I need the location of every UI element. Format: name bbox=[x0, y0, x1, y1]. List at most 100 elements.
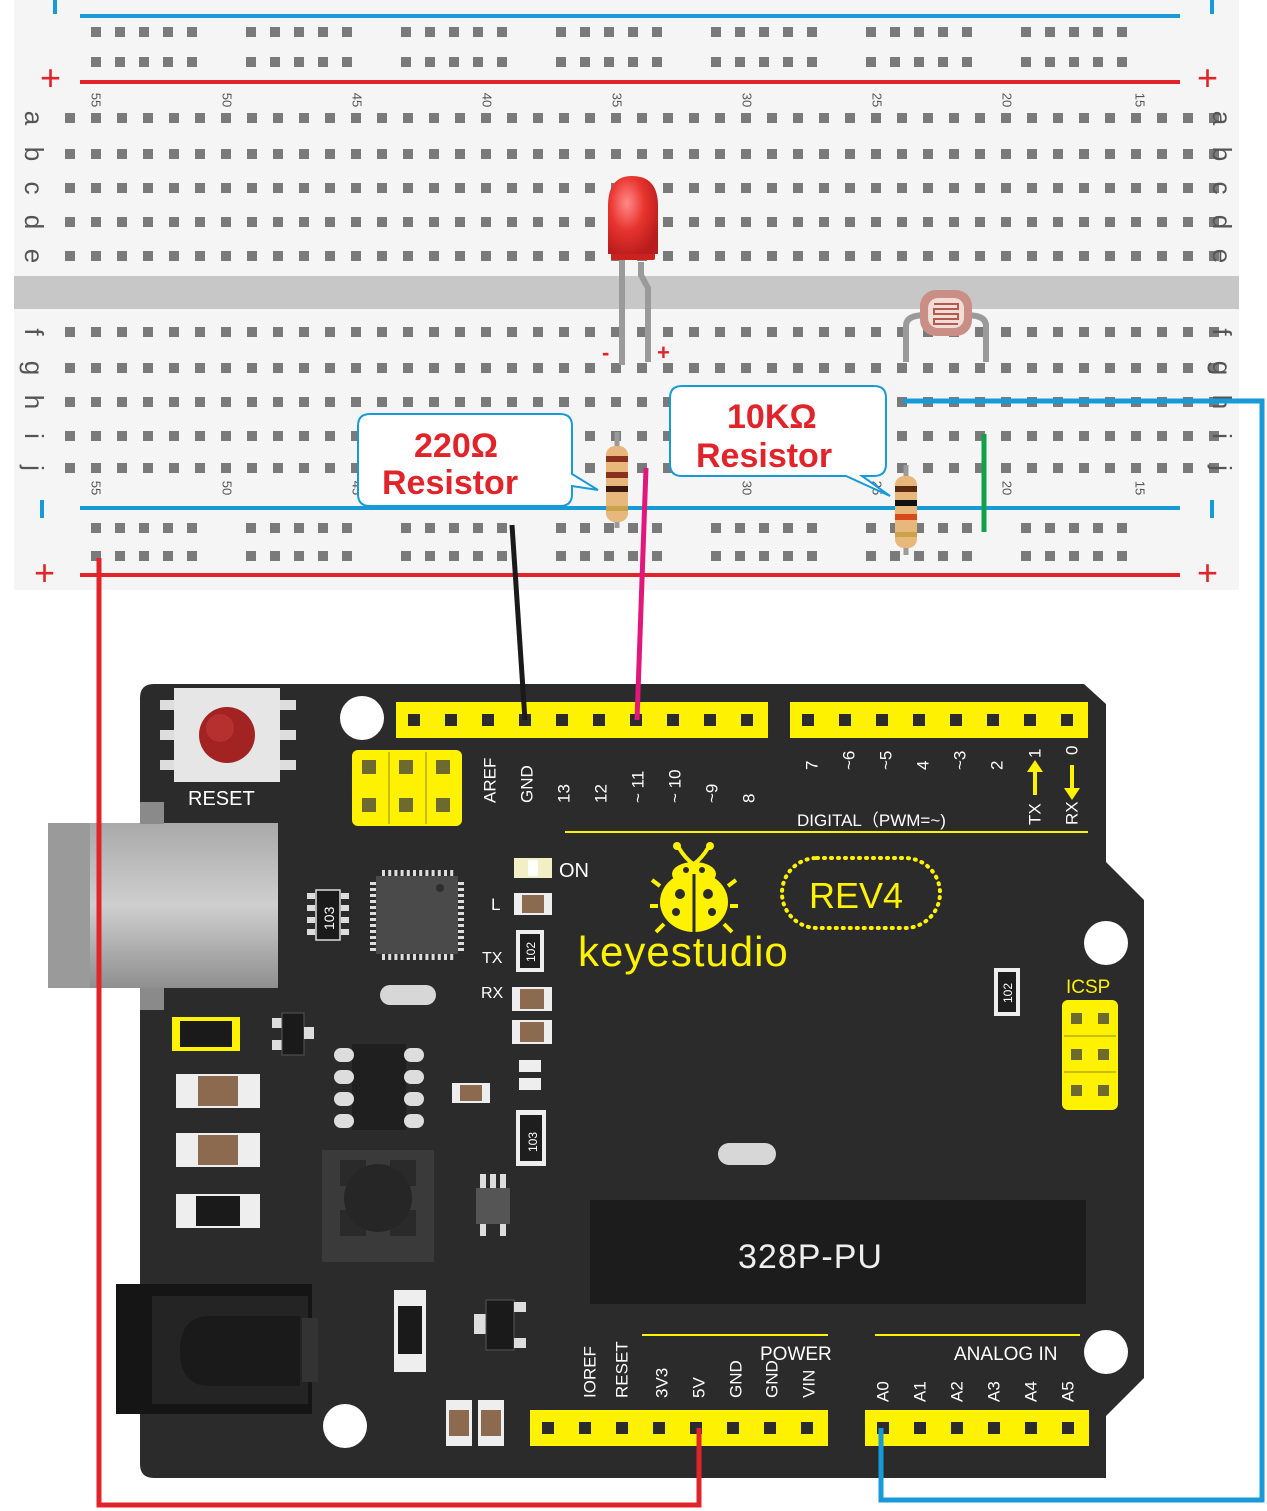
header-pin[interactable] bbox=[801, 1422, 813, 1434]
rail-hole bbox=[497, 57, 507, 67]
header-pin[interactable] bbox=[987, 714, 999, 726]
hole bbox=[741, 113, 751, 123]
header-pin[interactable] bbox=[704, 714, 716, 726]
hole bbox=[507, 251, 517, 261]
rail-hole bbox=[342, 27, 352, 37]
wire-magenta-pin11[interactable] bbox=[634, 467, 649, 721]
rail-hole bbox=[449, 551, 459, 561]
hole bbox=[819, 327, 829, 337]
rail-hole bbox=[1045, 57, 1055, 67]
hole bbox=[1001, 463, 1011, 473]
resistor-220[interactable] bbox=[606, 432, 628, 528]
rail-hole bbox=[246, 27, 256, 37]
digital-header-right[interactable] bbox=[790, 702, 1088, 738]
pin-label: 5V bbox=[690, 1377, 709, 1398]
icsp-header[interactable] bbox=[1062, 1000, 1118, 1110]
op-amp-chip bbox=[334, 1044, 424, 1130]
header-pin[interactable] bbox=[653, 1422, 665, 1434]
bottom-right-plus: + bbox=[1197, 552, 1218, 593]
hole bbox=[1105, 463, 1115, 473]
pin-label: ~6 bbox=[840, 751, 859, 770]
header-pin[interactable] bbox=[876, 714, 888, 726]
hole bbox=[923, 149, 933, 159]
header-pin[interactable] bbox=[727, 1422, 739, 1434]
header-pin[interactable] bbox=[593, 714, 605, 726]
power-label: POWER bbox=[760, 1344, 832, 1365]
hole bbox=[1105, 183, 1115, 193]
hole bbox=[767, 251, 777, 261]
hole bbox=[403, 183, 413, 193]
header-pin[interactable] bbox=[445, 714, 457, 726]
rail-hole bbox=[342, 523, 352, 533]
header-pin[interactable] bbox=[839, 714, 851, 726]
header-pin[interactable] bbox=[1061, 714, 1073, 726]
header-pin[interactable] bbox=[913, 714, 925, 726]
hole bbox=[247, 217, 257, 227]
header-pin[interactable] bbox=[914, 1422, 926, 1434]
hole bbox=[1183, 149, 1193, 159]
header-pin[interactable] bbox=[1025, 1422, 1037, 1434]
wire-red-5v[interactable] bbox=[96, 558, 702, 1508]
header-pin[interactable] bbox=[556, 714, 568, 726]
rail-hole bbox=[711, 57, 721, 67]
red-led[interactable] bbox=[608, 176, 658, 365]
photoresistor[interactable] bbox=[903, 290, 989, 362]
analog-header[interactable] bbox=[865, 1410, 1089, 1446]
hole bbox=[819, 363, 829, 373]
hole bbox=[169, 463, 179, 473]
row-letter: j bbox=[1207, 464, 1237, 471]
hole bbox=[429, 113, 439, 123]
hole bbox=[1079, 327, 1089, 337]
header-pin[interactable] bbox=[542, 1422, 554, 1434]
header-pin[interactable] bbox=[1062, 1422, 1074, 1434]
rail-hole bbox=[473, 551, 483, 561]
rail-hole bbox=[1117, 523, 1127, 533]
hole bbox=[403, 327, 413, 337]
header-pin[interactable] bbox=[741, 714, 753, 726]
wire-blue-a0[interactable] bbox=[878, 398, 1265, 1503]
hole bbox=[819, 149, 829, 159]
callout-10k-value: 10KΩ bbox=[727, 398, 817, 436]
rail-hole bbox=[735, 523, 745, 533]
header-pin[interactable] bbox=[802, 714, 814, 726]
wire-black-gnd[interactable] bbox=[509, 524, 528, 721]
header-pin[interactable] bbox=[988, 1422, 1000, 1434]
rail-hole bbox=[425, 523, 435, 533]
hole bbox=[299, 363, 309, 373]
rail-hole bbox=[187, 57, 197, 67]
rail-hole bbox=[342, 551, 352, 561]
header-pin[interactable] bbox=[667, 714, 679, 726]
hole bbox=[221, 149, 231, 159]
resistor-10k[interactable] bbox=[895, 465, 917, 555]
row-letter: e bbox=[19, 249, 49, 263]
header-pin[interactable] bbox=[482, 714, 494, 726]
hole bbox=[897, 431, 907, 441]
hole bbox=[221, 463, 231, 473]
header-pin[interactable] bbox=[408, 714, 420, 726]
hole bbox=[273, 397, 283, 407]
rail-hole bbox=[163, 523, 173, 533]
header-pin[interactable] bbox=[616, 1422, 628, 1434]
header-pin[interactable] bbox=[579, 1422, 591, 1434]
rail-hole bbox=[807, 523, 817, 533]
reset-button[interactable] bbox=[160, 688, 296, 782]
hole bbox=[1131, 113, 1141, 123]
header-pin[interactable] bbox=[1024, 714, 1036, 726]
power-header[interactable] bbox=[530, 1410, 828, 1446]
hole bbox=[429, 149, 439, 159]
hole bbox=[663, 113, 673, 123]
hole bbox=[1105, 363, 1115, 373]
hole bbox=[1053, 431, 1063, 441]
hole bbox=[1209, 113, 1219, 123]
header-pin[interactable] bbox=[950, 714, 962, 726]
hole bbox=[871, 327, 881, 337]
row-letter: d bbox=[1207, 215, 1237, 229]
header-pin[interactable] bbox=[764, 1422, 776, 1434]
hole bbox=[741, 183, 751, 193]
hole bbox=[845, 251, 855, 261]
hole bbox=[637, 363, 647, 373]
hole bbox=[663, 431, 673, 441]
header-pin[interactable] bbox=[951, 1422, 963, 1434]
rail-hole bbox=[866, 57, 876, 67]
hole bbox=[117, 113, 127, 123]
